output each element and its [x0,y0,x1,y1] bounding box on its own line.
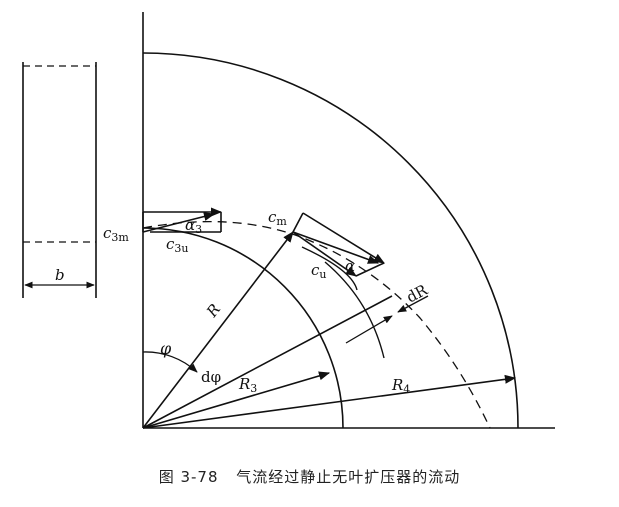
figure-caption: 图 3-78 气流经过静止无叶扩压器的流动 [0,466,619,487]
streamline-dashed [142,220,491,429]
figure-caption-text: 气流经过静止无叶扩压器的流动 [236,468,461,486]
radius-r3-line [142,371,331,429]
local-velocity-triangle [292,212,385,277]
figure-number: 图 3-78 [158,468,219,486]
passage-section [22,62,97,298]
label-alpha: α [345,257,355,275]
dr-arrow-out [397,295,429,313]
label-r3: R3 [238,375,257,395]
outer-wall-arc [142,52,519,429]
label-dr: dR [403,280,431,306]
label-cu: cu [311,261,327,281]
label-c3m: c3m [103,224,129,244]
label-c3u: c3u [166,235,189,255]
width-label: b [55,266,65,284]
label-phi: φ [160,339,172,358]
label-dphi: dφ [201,368,221,386]
label-r: R [202,300,224,321]
phi-arc [142,351,198,373]
inlet-arc-r3 [142,227,344,429]
radius-r-line [142,231,294,429]
radius-r-dphi-line [142,295,393,429]
dr-arrow-in [345,315,393,344]
label-alpha3: α3 [185,216,202,236]
label-cm: cm [268,208,287,228]
inlet-velocity-triangle [142,207,223,233]
radius-r4-line [142,374,517,429]
arc-r-dr [301,246,358,291]
label-r4: R4 [391,376,410,396]
arc-r [324,261,385,359]
